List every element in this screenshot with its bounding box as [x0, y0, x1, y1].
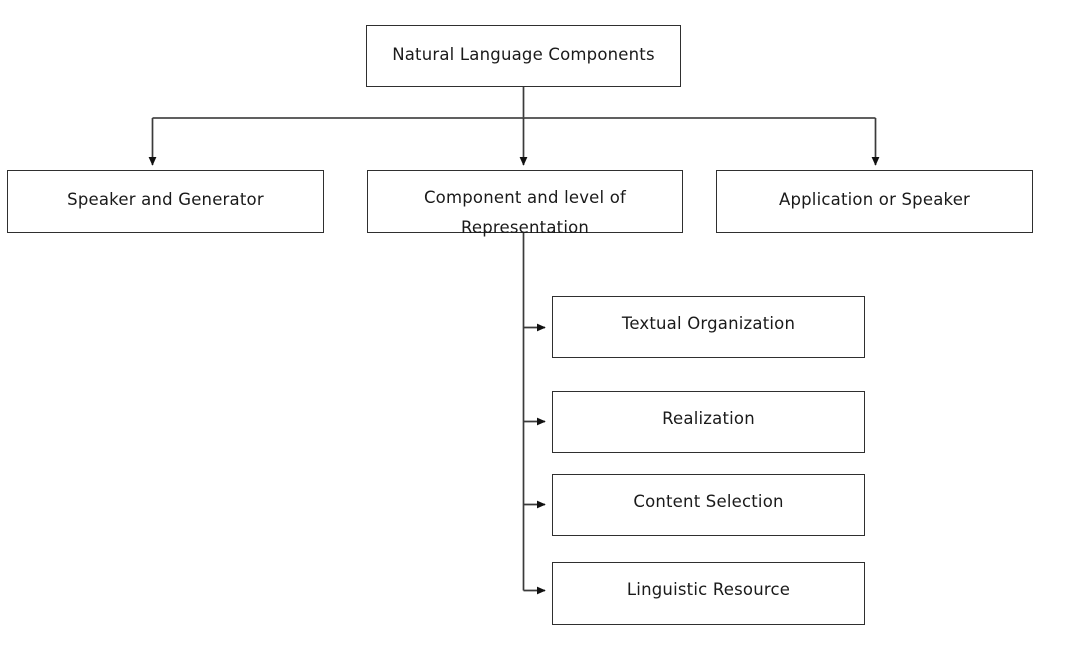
node-label: Content Selection	[633, 492, 784, 511]
node-label: Natural Language Components	[392, 45, 655, 64]
node-speaker-and-generator[interactable]: Speaker and Generator	[7, 170, 324, 233]
node-application-or-speaker[interactable]: Application or Speaker	[716, 170, 1033, 233]
node-label: Speaker and Generator	[67, 190, 264, 209]
node-realization[interactable]: Realization	[552, 391, 865, 453]
node-label-line-2: Representation	[460, 218, 590, 237]
node-label-line-1: Component and level of	[423, 188, 627, 207]
node-label: Realization	[662, 409, 755, 428]
node-label: Application or Speaker	[778, 190, 971, 209]
node-content-selection[interactable]: Content Selection	[552, 474, 865, 536]
node-linguistic-resource[interactable]: Linguistic Resource	[552, 562, 865, 625]
node-textual-organization[interactable]: Textual Organization	[552, 296, 865, 358]
node-label: Linguistic Resource	[626, 580, 791, 599]
node-component-and-level-of-representation[interactable]: Component and level of Representation	[367, 170, 683, 237]
node-label: Textual Organization	[621, 314, 796, 333]
node-natural-language-components[interactable]: Natural Language Components	[366, 25, 681, 87]
